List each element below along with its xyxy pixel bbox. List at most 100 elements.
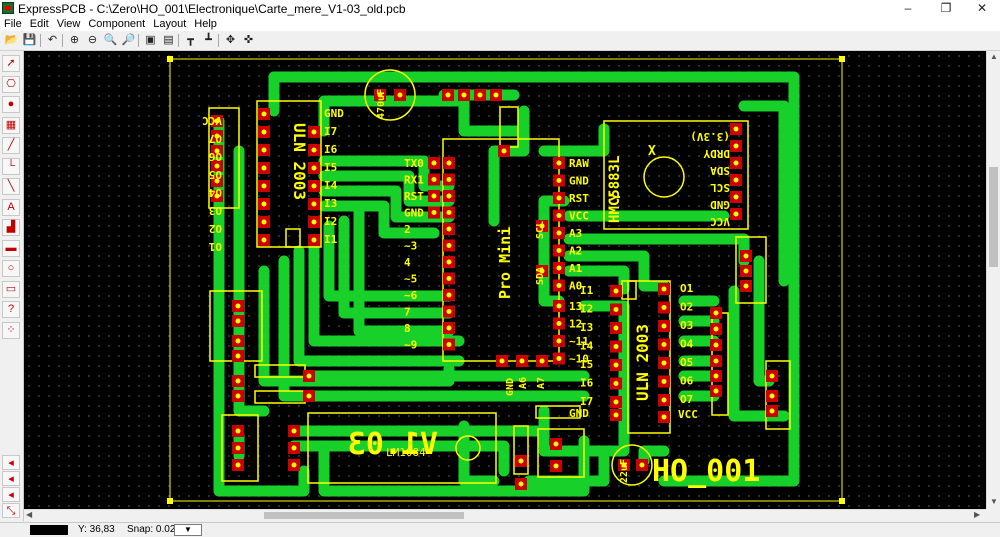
pad-hole <box>261 129 267 135</box>
zoom-in-icon[interactable]: ⊕ <box>69 34 80 46</box>
scroll-left-icon[interactable]: ◀ <box>26 510 33 519</box>
save-icon[interactable]: 💾 <box>22 34 37 46</box>
vertical-scrollbar[interactable]: ▲ ▼ <box>986 51 1000 509</box>
board-outline <box>169 58 843 502</box>
pad-hole <box>214 163 220 169</box>
diagonal-trace-tool-icon[interactable]: ╲ <box>2 178 20 195</box>
main-toolbar: 📂💾 ↶ ⊕ ⊖ 🔍🔎 ▣ ▤ ┳ ┻ ✥ ✜ <box>0 31 1000 51</box>
zoom-out-icon[interactable]: ⊖ <box>87 34 98 46</box>
open-icon[interactable]: 📂 <box>4 34 19 46</box>
menu-help[interactable]: Help <box>194 18 217 30</box>
board-name-label: HO_001 <box>652 454 760 489</box>
pcb-canvas[interactable]: ULN 2003 Pro Mini HMC5883L ULN 2003 HO_0… <box>24 51 986 509</box>
chip-tool-icon[interactable]: ▦ <box>2 116 20 134</box>
undo-icon[interactable]: ↶ <box>47 34 58 46</box>
rectangle-tool-icon[interactable]: ▭ <box>2 280 20 298</box>
pad-hole <box>311 183 317 189</box>
pad-hole <box>769 408 775 414</box>
pad-hole <box>613 307 619 312</box>
pad-hole <box>613 288 619 294</box>
pad-hole <box>446 259 452 265</box>
layer-silk-icon[interactable]: ◂ <box>2 487 20 502</box>
pad-hole <box>291 462 297 468</box>
horizontal-scroll-thumb[interactable] <box>264 512 464 519</box>
pad-hole <box>235 318 241 324</box>
fill-tool-icon[interactable]: ▟ <box>2 219 20 236</box>
pad-hole <box>553 463 559 469</box>
menu-view[interactable]: View <box>56 18 81 30</box>
pad-hole <box>377 92 383 98</box>
scroll-down-icon[interactable]: ▼ <box>990 497 998 506</box>
cap-470-outline <box>364 69 416 121</box>
pin-label: A3 <box>569 227 582 240</box>
maximize-button[interactable]: ❐ <box>940 1 952 15</box>
version-label: V1.03 <box>348 427 438 462</box>
pad-hole <box>397 92 403 98</box>
uln-left-label: ULN 2003 <box>290 123 309 200</box>
pad-hole <box>713 388 719 394</box>
close-button[interactable]: ✕ <box>976 1 988 15</box>
pin-label: I5 <box>580 358 593 371</box>
pin-label: GND <box>569 175 589 188</box>
component-tool-icon[interactable]: ⎔ <box>2 75 20 93</box>
scroll-up-icon[interactable]: ▲ <box>990 52 998 61</box>
layer-swap-icon[interactable]: ⤡ <box>2 503 20 518</box>
pad-hole <box>613 399 619 405</box>
minimize-button[interactable]: – <box>904 1 912 15</box>
pad-question-tool-icon[interactable]: ? <box>2 301 20 318</box>
zoom-previous-icon[interactable]: 🔎 <box>121 34 136 46</box>
part-manager-icon[interactable]: ▤ <box>163 34 174 46</box>
menu-bar: File Edit View Component Layout Help <box>0 17 1000 31</box>
center-icon[interactable]: ✜ <box>243 34 254 46</box>
sda-label: SDA <box>535 267 546 285</box>
menu-layout[interactable]: Layout <box>153 18 187 30</box>
toolbar-separator <box>138 34 139 47</box>
pin-label: VCC <box>569 210 589 223</box>
cap-large-label: 470uF <box>376 89 387 119</box>
pad-hole <box>446 177 452 182</box>
text-tool-icon[interactable]: A <box>2 198 20 216</box>
ground-plane-tool-icon[interactable]: ▬ <box>2 239 20 257</box>
pin-label: RST <box>569 192 589 205</box>
pad-hole <box>661 379 667 384</box>
grid-tool-icon[interactable]: ⁘ <box>2 321 20 339</box>
pad-top-icon[interactable]: ┳ <box>187 34 194 46</box>
menu-edit[interactable]: Edit <box>29 18 49 30</box>
l-trace-tool-icon[interactable]: └ <box>2 157 20 175</box>
menu-component[interactable]: Component <box>88 18 146 30</box>
pin-label: ~5 <box>404 273 417 286</box>
pad-hole <box>743 283 749 289</box>
zoom-board-icon[interactable]: 🔍 <box>103 34 118 46</box>
cap-22-outline <box>611 444 653 486</box>
menu-file[interactable]: File <box>4 18 22 30</box>
pad-hole <box>261 237 267 243</box>
tool-palette: ➚⎔●▦╱└╲A▟▬○▭?⁘◂◂◂⤡ <box>0 51 24 521</box>
layer-top-icon[interactable]: ◂ <box>2 455 20 470</box>
layer-bottom-icon[interactable]: ◂ <box>2 471 20 486</box>
pointer-tool-icon[interactable]: ➚ <box>2 55 20 72</box>
pad-hole <box>214 178 220 184</box>
pad-hole <box>261 147 267 153</box>
trace-tool-icon[interactable]: ╱ <box>2 137 20 154</box>
pad-hole <box>713 358 719 364</box>
gnd-a-label: GND <box>505 378 516 396</box>
component-properties-icon[interactable]: ▣ <box>145 34 156 46</box>
pin-label: O1 <box>680 282 694 295</box>
compass-label: HMC5883L <box>607 156 623 223</box>
connector-outline <box>735 236 767 304</box>
pin-label: DRDY <box>703 147 730 160</box>
horizontal-scrollbar[interactable]: ◀ ▶ <box>24 509 986 521</box>
snap-dropdown[interactable]: ▼ <box>174 524 202 536</box>
pad-tool-icon[interactable]: ● <box>2 96 20 113</box>
pad-hole <box>553 441 559 447</box>
scroll-right-icon[interactable]: ▶ <box>974 510 981 519</box>
pad-bottom-icon[interactable]: ┻ <box>205 34 212 46</box>
pin-label: O2 <box>209 222 222 235</box>
regulator-label: LM1084 <box>386 446 426 459</box>
vertical-scroll-thumb[interactable] <box>989 167 998 267</box>
circle-tool-icon[interactable]: ○ <box>2 260 20 277</box>
pin-label: 8 <box>404 322 411 335</box>
pan-icon[interactable]: ✥ <box>225 34 236 46</box>
pin-label: O6 <box>680 375 694 388</box>
pad-hole <box>311 219 317 225</box>
